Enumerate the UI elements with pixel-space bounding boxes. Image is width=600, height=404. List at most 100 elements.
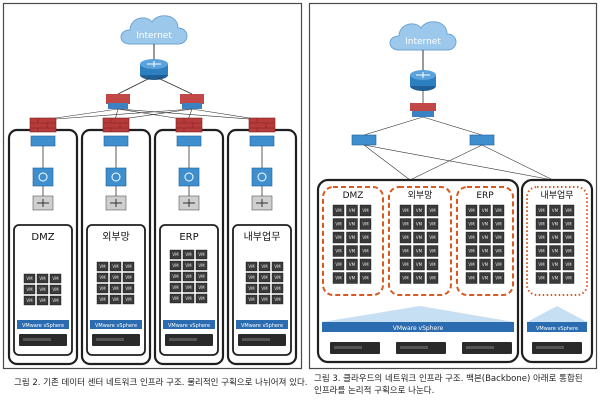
vm-label: VM (429, 248, 436, 253)
vm-tile: VM (258, 261, 271, 272)
vm-tile: VM (549, 231, 561, 244)
vm-tile: VM (562, 204, 575, 217)
vm-label: VM (482, 262, 489, 267)
load-balancer-icon (251, 167, 273, 187)
firewall-icon (248, 117, 276, 133)
vm-label: VM (261, 275, 268, 280)
vm-label: VM (248, 275, 255, 280)
vm-label: VM (261, 297, 268, 302)
vm-tile: VM (399, 258, 412, 271)
vm-tile: VM (258, 272, 271, 283)
zone-label-internal: 내부업무 (540, 190, 573, 201)
vm-label: VM (26, 298, 33, 303)
vm-label: VM (112, 275, 119, 280)
vm-label: VM (349, 221, 356, 226)
vm-tile: VM (49, 284, 62, 295)
server-icon (532, 342, 582, 354)
vm-label: VM (99, 297, 106, 302)
switch-icon (30, 135, 56, 147)
vm-tile: VM (271, 283, 284, 294)
vm-tile: VM (479, 218, 491, 230)
vm-label: VM (248, 286, 255, 291)
vm-label: VM (552, 275, 559, 280)
zone-label-erp: ERP (179, 232, 198, 243)
vm-label: VM (362, 262, 369, 267)
zone-label-dmz: DMZ (31, 232, 54, 243)
vm-label: VM (362, 221, 369, 226)
vm-tile: VM (169, 271, 182, 282)
vm-label: VM (112, 286, 119, 291)
vm-tile: VM (109, 294, 122, 305)
server-icon (462, 342, 512, 354)
internet-label: Internet (136, 31, 172, 41)
router-icon (251, 195, 273, 211)
switch-icon (103, 135, 129, 147)
vm-label: VM (565, 262, 572, 267)
vm-label: VM (335, 262, 342, 267)
vm-label: VM (112, 264, 119, 269)
vm-label: VM (198, 285, 205, 290)
vm-label: VM (99, 275, 106, 280)
vm-tile: VM (182, 271, 195, 282)
firewall-icon (175, 117, 203, 133)
vm-tile: VM (169, 293, 182, 304)
vm-label: VM (99, 264, 106, 269)
vsphere-layer: VMware vSphere (527, 306, 587, 332)
vsphere-bar: VMware vSphere (236, 320, 288, 329)
vm-tile: VM (549, 258, 561, 271)
vm-tile: VM (332, 204, 345, 217)
vm-tile: VM (195, 271, 208, 282)
vm-tile: VM (479, 245, 491, 257)
vsphere-label: VMware vSphere (393, 325, 444, 332)
internet-cloud-icon: Internet (120, 15, 188, 45)
vm-tile: VM (346, 245, 358, 257)
vm-tile: VM (465, 272, 478, 284)
vm-tile: VM (36, 273, 49, 284)
vm-label: VM (565, 208, 572, 213)
vm-label: VM (335, 221, 342, 226)
vm-tile: VM (182, 260, 195, 271)
vsphere-label: VMware vSphere (168, 323, 210, 329)
firewall-icon (410, 103, 436, 117)
vm-tile: VM (413, 258, 425, 271)
vm-tile: VM (465, 204, 478, 217)
vm-label: VM (125, 297, 132, 302)
vm-label: VM (495, 221, 502, 226)
vm-tile: VM (492, 245, 505, 257)
vm-label: VM (429, 208, 436, 213)
zone-boundary-dmz (322, 186, 384, 296)
vm-tile: VM (359, 258, 372, 271)
vm-label: VM (538, 248, 545, 253)
vm-label: VM (52, 276, 59, 281)
vm-label: VM (172, 263, 179, 268)
vm-label: VM (185, 285, 192, 290)
vm-tile: VM (271, 261, 284, 272)
vm-tile: VM (195, 293, 208, 304)
vsphere-layer: VMware vSphere (322, 306, 514, 332)
vm-tile: VM (413, 245, 425, 257)
vm-label: VM (552, 262, 559, 267)
vm-tile: VM (182, 282, 195, 293)
vm-tile: VM (479, 272, 491, 284)
vsphere-bar: VMware vSphere (90, 320, 142, 329)
vm-label: VM (274, 275, 281, 280)
vm-label: VM (349, 262, 356, 267)
vm-label: VM (39, 298, 46, 303)
firewall-icon (106, 94, 130, 109)
vm-label: VM (362, 235, 369, 240)
vm-label: VM (198, 252, 205, 257)
vm-tile: VM (399, 245, 412, 257)
router-icon (105, 195, 127, 211)
vm-label: VM (112, 297, 119, 302)
firewall-icon (29, 117, 57, 133)
firewall-icon (102, 117, 130, 133)
vm-tile: VM (96, 272, 109, 283)
vm-label: VM (248, 297, 255, 302)
vm-tile: VM (535, 204, 548, 217)
vm-label: VM (552, 248, 559, 253)
switch-icon (469, 134, 495, 146)
router-icon (32, 195, 54, 211)
vm-tile: VM (346, 204, 358, 217)
server-icon (238, 334, 286, 346)
vm-label: VM (495, 275, 502, 280)
